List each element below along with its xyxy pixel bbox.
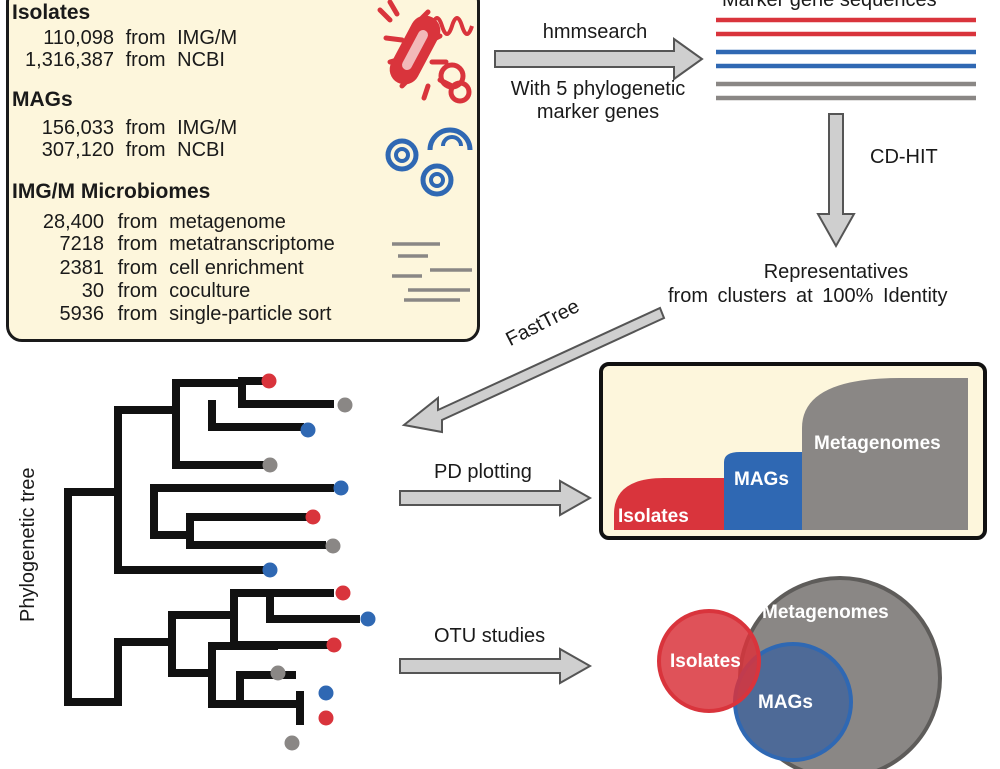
venn-diagram bbox=[657, 576, 942, 769]
hmmsearch-arrow bbox=[494, 37, 704, 81]
tree-tip-dots bbox=[261, 373, 376, 751]
otu-studies-label: OTU studies bbox=[434, 625, 546, 647]
pd-isolates-label: Isolates bbox=[618, 506, 689, 527]
cdhit-arrow bbox=[816, 113, 856, 249]
microbiomes-heading: IMG/M Microbiomes bbox=[12, 180, 211, 203]
venn-isolates-label: Isolates bbox=[670, 651, 741, 672]
microbiome-row: 2381 from cell enrichment bbox=[59, 257, 304, 279]
hmmsearch-label: hmmsearch bbox=[542, 21, 648, 43]
pd-plotting-label: PD plotting bbox=[434, 461, 532, 483]
pd-plotting-arrow bbox=[399, 479, 593, 517]
pd-plot bbox=[599, 362, 987, 540]
representatives-line1: Representatives bbox=[763, 261, 909, 283]
fasttree-arrow bbox=[401, 306, 666, 434]
venn-metagenomes-label: Metagenomes bbox=[762, 602, 889, 623]
phylogenetic-tree bbox=[64, 377, 360, 725]
marker-genes-note-line2: marker genes bbox=[536, 101, 660, 123]
microbiome-row: 28,400 from metagenome bbox=[42, 211, 286, 233]
cdhit-label: CD-HIT bbox=[870, 146, 938, 168]
venn-mags-label: MAGs bbox=[758, 692, 813, 713]
microbiome-row: 5936 from single-particle sort bbox=[59, 303, 332, 325]
mags-heading: MAGs bbox=[12, 88, 73, 111]
isolates-row: 1,316,387 from NCBI bbox=[25, 49, 225, 71]
plasmid-icon bbox=[385, 127, 473, 197]
isolates-row: 110,098 from IMG/M bbox=[43, 27, 238, 49]
marker-genes-note-line1: With 5 phylogenetic bbox=[510, 78, 686, 100]
microbiome-row: 30 from coculture bbox=[81, 280, 251, 302]
pd-mags-label: MAGs bbox=[734, 469, 789, 490]
mags-row: 156,033 from IMG/M bbox=[41, 117, 238, 139]
otu-studies-arrow bbox=[399, 647, 593, 685]
marker-gene-lines bbox=[716, 17, 976, 101]
marker-gene-sequences-title: Marker gene sequences bbox=[722, 0, 937, 11]
mags-row: 307,120 from NCBI bbox=[41, 139, 225, 161]
microbiome-row: 7218 from metatranscriptome bbox=[59, 233, 335, 255]
phylogenetic-tree-label: Phylogenetic tree bbox=[17, 467, 39, 622]
pd-metagenomes-label: Metagenomes bbox=[814, 433, 941, 454]
isolates-heading: Isolates bbox=[12, 1, 91, 24]
sequence-reads-icon bbox=[392, 242, 472, 302]
representatives-line2: from clusters at 100% Identity bbox=[668, 285, 948, 307]
bacterium-icon bbox=[377, 0, 474, 104]
